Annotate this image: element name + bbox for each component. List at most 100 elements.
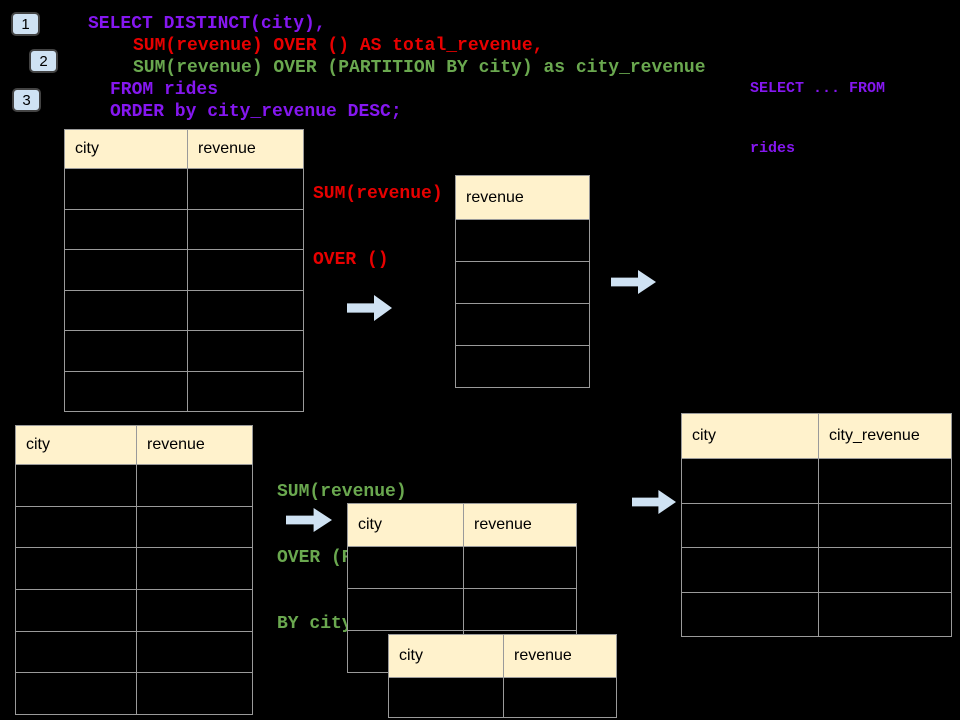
table-cell <box>456 304 589 345</box>
table-header-row: city revenue <box>389 635 616 677</box>
table-cell <box>818 548 951 592</box>
right-arrow-icon <box>611 270 656 294</box>
table-cell <box>818 503 951 547</box>
table-total-revenue-result: revenue <box>455 175 590 388</box>
table-source-top: city revenue <box>64 129 304 412</box>
table-cell <box>136 465 252 506</box>
table-row <box>16 464 252 506</box>
annotation-total-line-2: OVER () <box>313 250 389 270</box>
table-cell <box>187 169 303 209</box>
table-header-row: revenue <box>456 176 589 219</box>
table-row <box>389 677 616 717</box>
table-row <box>682 458 951 503</box>
table-cell <box>187 371 303 411</box>
table-row <box>348 546 576 588</box>
table-header-row: city city_revenue <box>682 414 951 458</box>
step-badge-2: 2 <box>29 49 58 73</box>
table-cell <box>65 250 187 290</box>
annotation-total-line-1: SUM(revenue) <box>313 184 443 204</box>
table-cell <box>463 589 576 630</box>
table-row <box>65 289 303 331</box>
column-header: revenue <box>466 188 524 206</box>
step-badge-3: 3 <box>12 88 41 112</box>
table-cell <box>65 291 187 331</box>
table-row <box>456 345 589 387</box>
column-header: revenue <box>463 504 576 546</box>
table-cell <box>65 331 187 371</box>
column-header: revenue <box>187 130 303 168</box>
table-row <box>348 588 576 630</box>
table-row <box>16 505 252 548</box>
table-source-bottom: city revenue <box>15 425 253 716</box>
table-cell <box>16 465 136 506</box>
table-cell <box>16 632 136 673</box>
table-cell <box>187 331 303 371</box>
table-cell <box>463 547 576 588</box>
table-row <box>65 208 303 250</box>
sql-line-select: SELECT DISTINCT(city), <box>88 14 326 34</box>
table-cell <box>136 548 252 590</box>
table-cell <box>16 548 136 589</box>
column-header: revenue <box>136 426 252 464</box>
table-partition-front: city revenue <box>388 634 617 718</box>
annotation-partition-line-1: SUM(revenue) <box>277 482 407 502</box>
column-header: city <box>75 140 99 157</box>
table-cell <box>456 262 589 303</box>
table-cell <box>456 346 589 387</box>
table-row <box>65 370 303 412</box>
table-cell <box>187 290 303 330</box>
table-cell <box>136 506 252 548</box>
table-row <box>65 168 303 209</box>
table-cell <box>136 631 252 673</box>
table-cell <box>348 547 463 588</box>
table-cell <box>348 589 463 630</box>
table-row <box>65 249 303 290</box>
sql-line-total: SUM(revenue) OVER () AS total_revenue, <box>133 36 544 56</box>
table-row <box>16 589 252 631</box>
table-cell <box>187 209 303 249</box>
table-row <box>16 547 252 590</box>
table-row <box>682 502 951 547</box>
right-arrow-icon <box>632 490 676 514</box>
column-header: city <box>399 647 423 664</box>
table-cell <box>65 372 187 412</box>
table-header-row: city revenue <box>348 504 576 546</box>
table-cell <box>682 459 818 503</box>
table-cell <box>16 507 136 548</box>
table-cell <box>65 169 187 209</box>
annotation-total-revenue: SUM(revenue) OVER () <box>313 139 443 293</box>
column-header: city_revenue <box>818 414 951 458</box>
table-row <box>16 630 252 673</box>
table-cell <box>682 548 818 592</box>
table-row <box>16 672 252 715</box>
table-row <box>456 219 589 261</box>
table-cell <box>456 220 589 261</box>
table-cell <box>503 678 616 717</box>
side-note-line-1: SELECT ... FROM <box>750 80 886 97</box>
step-badge-1: 1 <box>11 12 40 36</box>
table-header-row: city revenue <box>16 426 252 464</box>
side-note-line-2: rides <box>750 140 796 157</box>
table-city-revenue-result: city city_revenue <box>681 413 952 637</box>
table-cell <box>136 590 252 631</box>
table-cell <box>389 678 503 717</box>
table-cell <box>187 250 303 290</box>
table-cell <box>16 673 136 714</box>
table-header-row: city revenue <box>65 130 303 168</box>
sql-line-partition: SUM(revenue) OVER (PARTITION BY city) as… <box>133 58 706 78</box>
table-cell <box>16 590 136 631</box>
column-header: city <box>26 436 50 453</box>
table-cell <box>818 592 951 636</box>
side-note-select-from: SELECT ... FROM rides <box>750 39 885 179</box>
table-cell <box>65 210 187 250</box>
column-header: city <box>358 516 382 533</box>
table-row <box>456 303 589 345</box>
column-header: revenue <box>503 635 616 677</box>
table-cell <box>818 459 951 503</box>
table-row <box>65 330 303 371</box>
right-arrow-icon <box>347 295 392 321</box>
table-row <box>682 591 951 637</box>
table-cell <box>682 593 818 637</box>
sql-line-from: FROM rides <box>110 80 219 100</box>
column-header: city <box>692 427 716 444</box>
